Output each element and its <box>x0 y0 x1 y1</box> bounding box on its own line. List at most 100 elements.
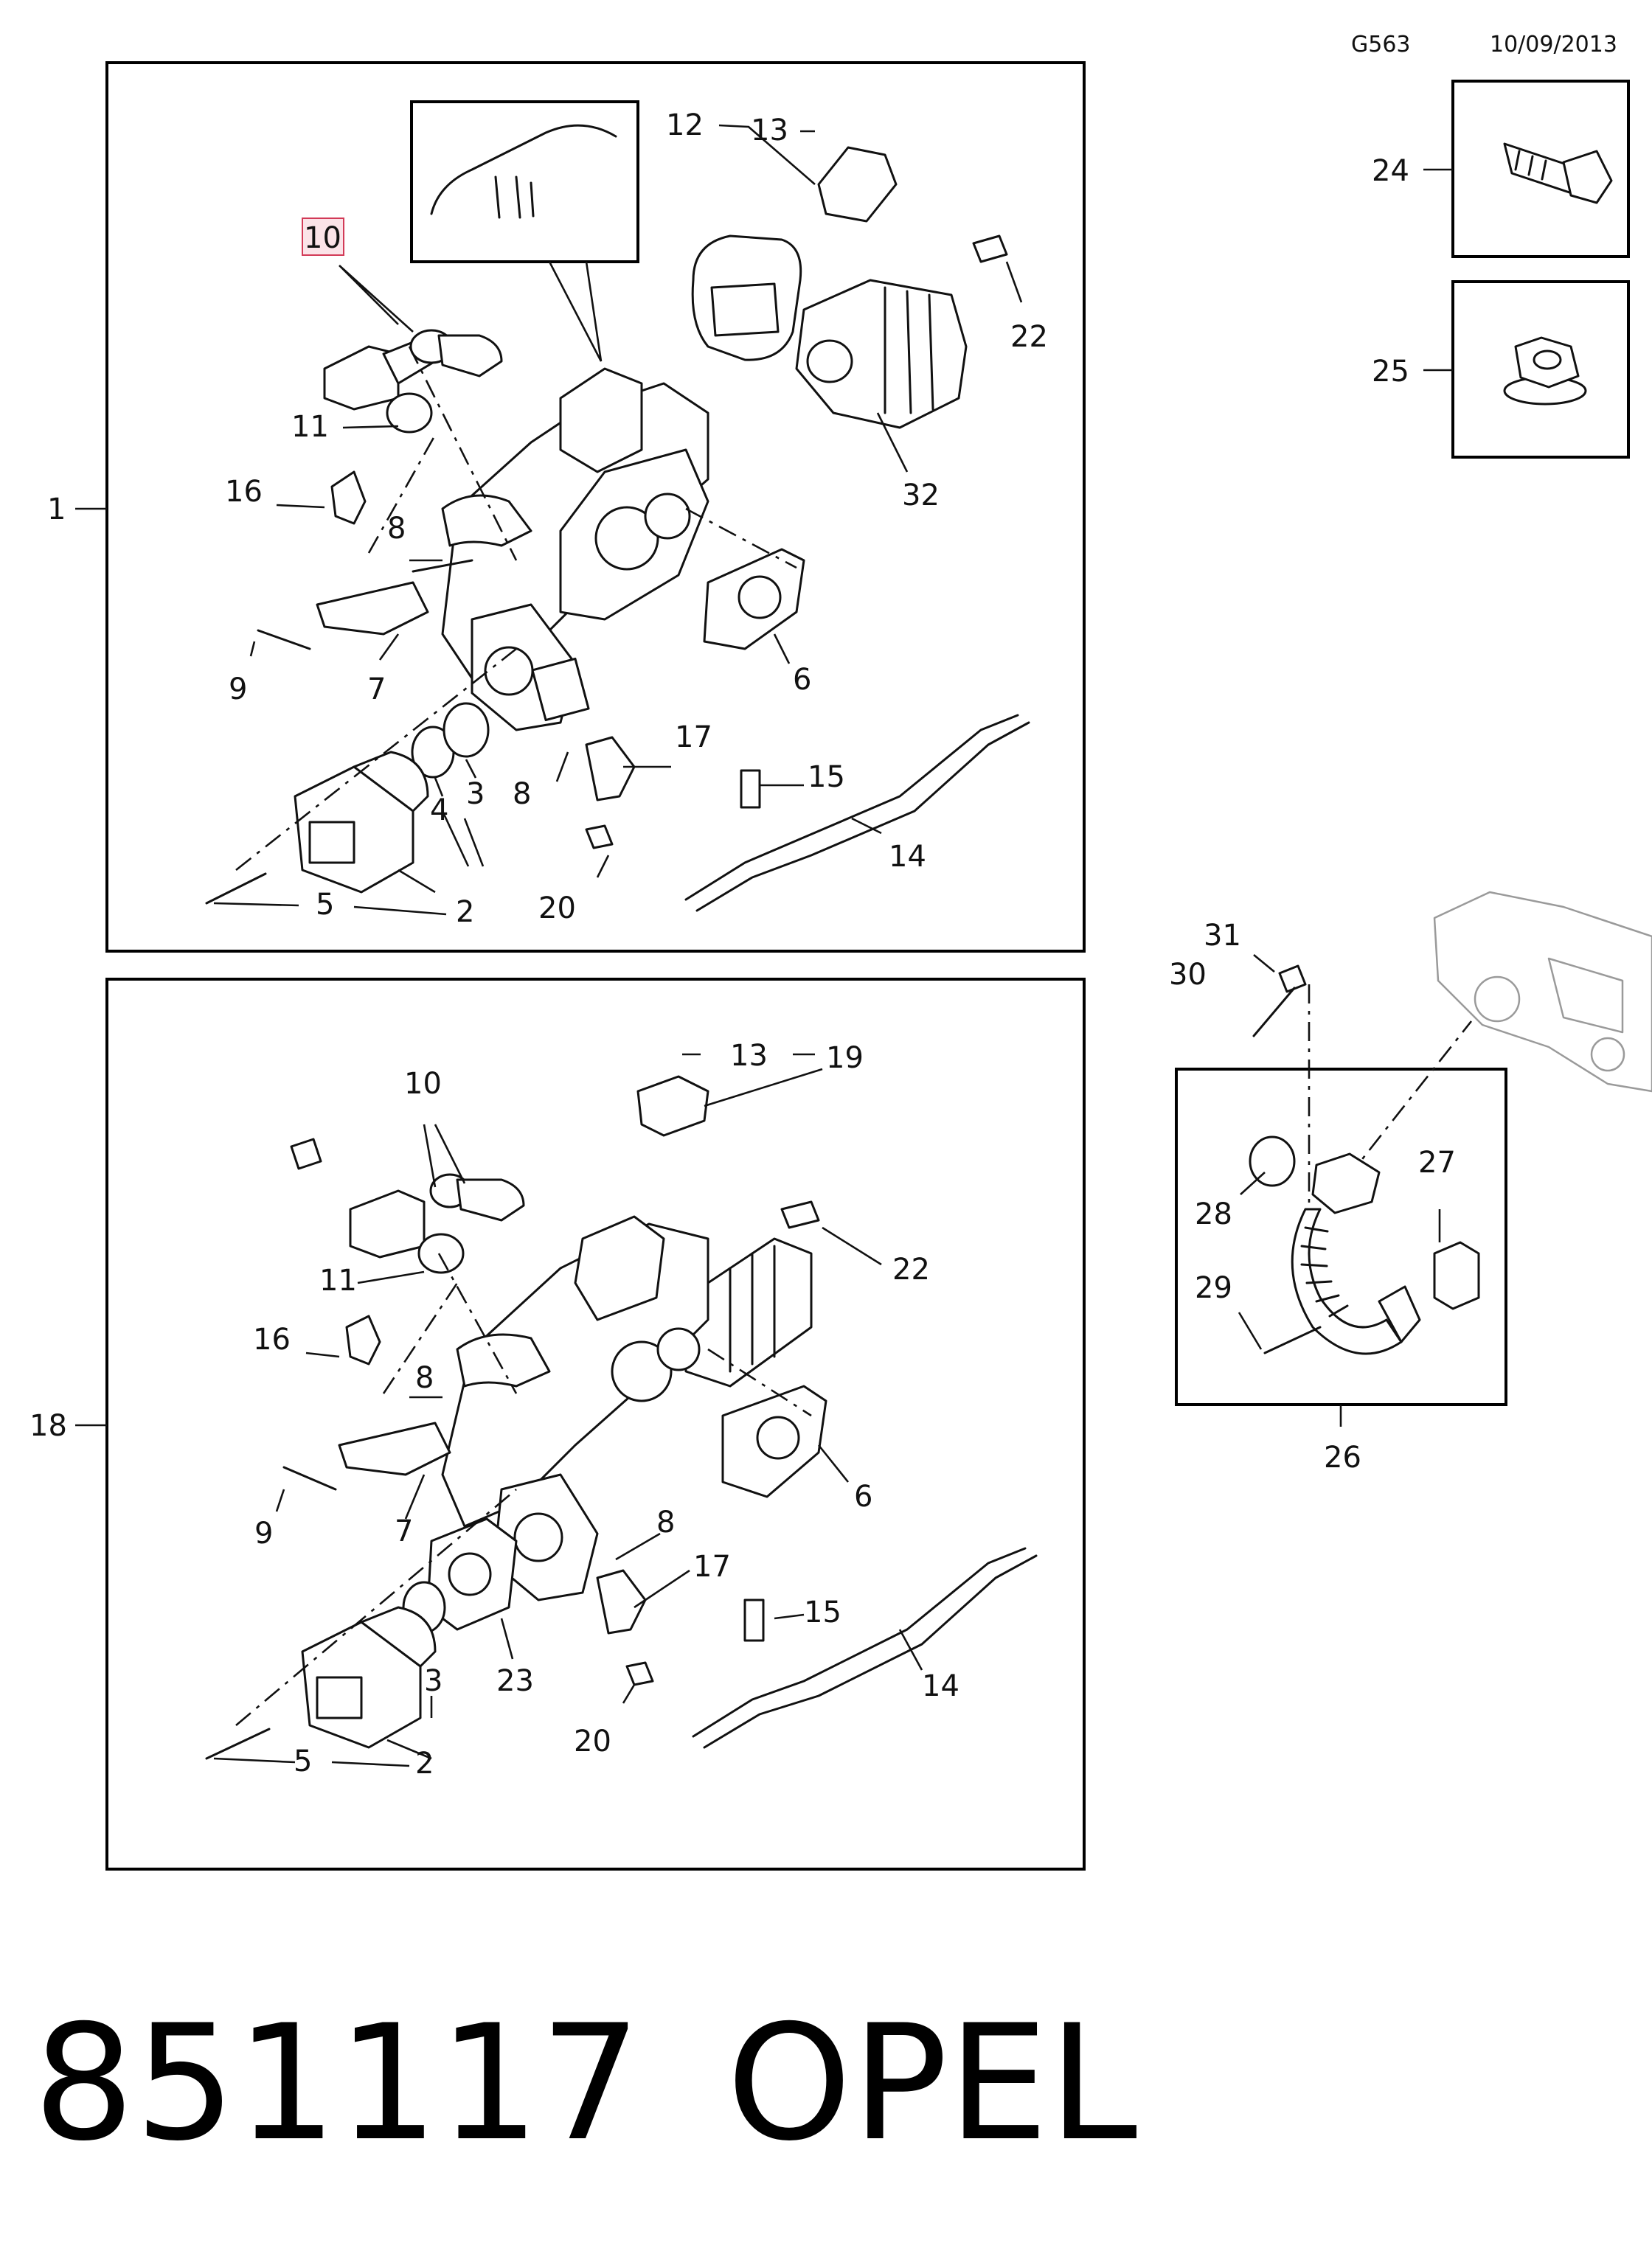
callout-5-bottom: 5 <box>294 1745 312 1778</box>
diagram-code: G563 <box>1351 32 1411 58</box>
callout-13-top: 13 <box>751 114 788 147</box>
callout-6-top: 6 <box>793 663 811 697</box>
callout-20-bottom: 20 <box>574 1725 611 1759</box>
callout-25: 25 <box>1372 355 1409 389</box>
nut-25-icon <box>1503 336 1587 406</box>
assembly-18-frame <box>105 978 1086 1871</box>
callout-10-top: 10 <box>304 221 341 255</box>
callout-23: 23 <box>496 1664 534 1698</box>
part-number: 851117 <box>33 1991 642 2176</box>
diagram-date: 10/09/2013 <box>1490 32 1617 58</box>
assembly-18-artwork <box>205 1075 1038 1760</box>
callout-16-top: 16 <box>225 475 263 509</box>
callout-4: 4 <box>430 793 448 827</box>
callout-22-top: 22 <box>1010 320 1048 354</box>
callout-2-bottom: 2 <box>415 1747 434 1781</box>
callout-5-top: 5 <box>316 888 334 922</box>
callout-9-bottom: 9 <box>254 1517 273 1551</box>
bolt-9-icon <box>257 629 311 650</box>
callout-15-bottom: 15 <box>804 1596 841 1629</box>
cooler-manifold-18-icon <box>441 1215 709 1601</box>
callout-11-top: 11 <box>291 410 329 444</box>
screw-5-icon <box>205 872 267 905</box>
bypass-valve-2b-icon <box>301 1606 437 1749</box>
pipe-14b-icon <box>692 1547 1027 1738</box>
gasket-27-icon <box>1433 1241 1480 1310</box>
callout-32: 32 <box>902 479 940 512</box>
callout-8-bottom-b: 8 <box>656 1506 675 1540</box>
callout-29: 29 <box>1195 1271 1232 1305</box>
assembly-1-frame <box>105 61 1086 953</box>
sensor-16-icon <box>330 470 367 525</box>
bypass-valve-2-icon <box>294 751 429 894</box>
bolt-24-icon <box>1503 142 1613 204</box>
flange-icon <box>1311 1152 1381 1214</box>
bolt-top-icon <box>290 1138 322 1170</box>
assembly-26-artwork <box>1249 891 1652 1355</box>
callout-30: 30 <box>1169 958 1207 992</box>
callout-16-bottom: 16 <box>253 1323 291 1357</box>
callout-10-bottom: 10 <box>404 1067 442 1101</box>
sensor-19-icon <box>636 1075 709 1137</box>
callouts: 1 18 24 25 26 10 12 13 22 32 11 16 8 9 7… <box>30 108 1456 1781</box>
seal-3-icon <box>442 702 490 758</box>
pipe-14-icon <box>684 714 1019 901</box>
sensor-16b-icon <box>345 1315 381 1366</box>
screw-5b-icon <box>205 1728 271 1760</box>
callout-8-top-b: 8 <box>513 777 531 811</box>
o-ring-11b-icon <box>417 1233 465 1274</box>
callout-24: 24 <box>1372 154 1409 188</box>
callout-8-bottom-a: 8 <box>415 1361 434 1395</box>
callout-19: 19 <box>826 1041 864 1075</box>
washer-31-icon <box>1278 964 1307 993</box>
coupling-10b-icon <box>349 1189 426 1259</box>
callout-15-top: 15 <box>808 760 845 794</box>
callout-2-top: 2 <box>456 895 474 929</box>
egr-valve-32-icon <box>795 279 968 429</box>
callout-7-top: 7 <box>367 672 386 706</box>
bracket-7-icon <box>316 581 429 636</box>
assembly-1-artwork <box>205 124 1030 912</box>
callout-1: 1 <box>47 493 66 526</box>
cooler-manifold-icon <box>441 367 709 731</box>
bolt-29-icon <box>1263 1326 1322 1354</box>
bolt-22-icon <box>972 234 1008 263</box>
callout-26: 26 <box>1324 1441 1361 1475</box>
bolt-15-icon <box>740 769 761 809</box>
screw-20-icon <box>585 824 614 849</box>
o-ring-28-icon <box>1249 1135 1296 1187</box>
leader-lines <box>75 124 1453 1767</box>
bolt-9b-icon <box>282 1466 337 1491</box>
o-ring-11-icon <box>386 392 433 434</box>
hose-icon <box>430 124 617 215</box>
bolt-15b-icon <box>743 1599 765 1642</box>
assembly-26-frame <box>1175 1068 1507 1406</box>
pipe-17b-icon <box>596 1569 647 1635</box>
screw-20b-icon <box>625 1661 654 1686</box>
callout-31: 31 <box>1204 919 1241 953</box>
bracket-7b-icon <box>338 1422 451 1476</box>
callout-10-highlight <box>302 218 344 256</box>
pipe-10-icon <box>437 334 503 378</box>
callout-14-bottom: 14 <box>922 1669 959 1703</box>
screw-30-icon <box>1252 987 1296 1037</box>
engine-block-ghost-icon <box>1433 891 1652 1093</box>
corrugated-pipe-icon <box>1291 1208 1403 1355</box>
callout-28: 28 <box>1195 1197 1232 1231</box>
callout-6-bottom: 6 <box>854 1480 872 1514</box>
callout-12: 12 <box>666 108 704 142</box>
callout-18: 18 <box>30 1409 67 1443</box>
callout-27: 27 <box>1418 1146 1456 1180</box>
bolt-22b-icon <box>780 1200 820 1229</box>
sensor-12-icon <box>817 146 898 223</box>
callout-11-bottom: 11 <box>319 1264 357 1298</box>
callout-20-top: 20 <box>538 891 576 925</box>
callout-14-top: 14 <box>889 840 926 874</box>
callout-17-bottom: 17 <box>693 1550 731 1584</box>
callout-3-bottom: 3 <box>424 1664 442 1698</box>
callout-7-bottom: 7 <box>395 1514 413 1548</box>
callout-9-top: 9 <box>229 672 247 706</box>
callout-8-top-a: 8 <box>387 512 406 546</box>
callout-22-bottom: 22 <box>892 1253 930 1287</box>
brand-name: OPEL <box>726 1991 1137 2176</box>
